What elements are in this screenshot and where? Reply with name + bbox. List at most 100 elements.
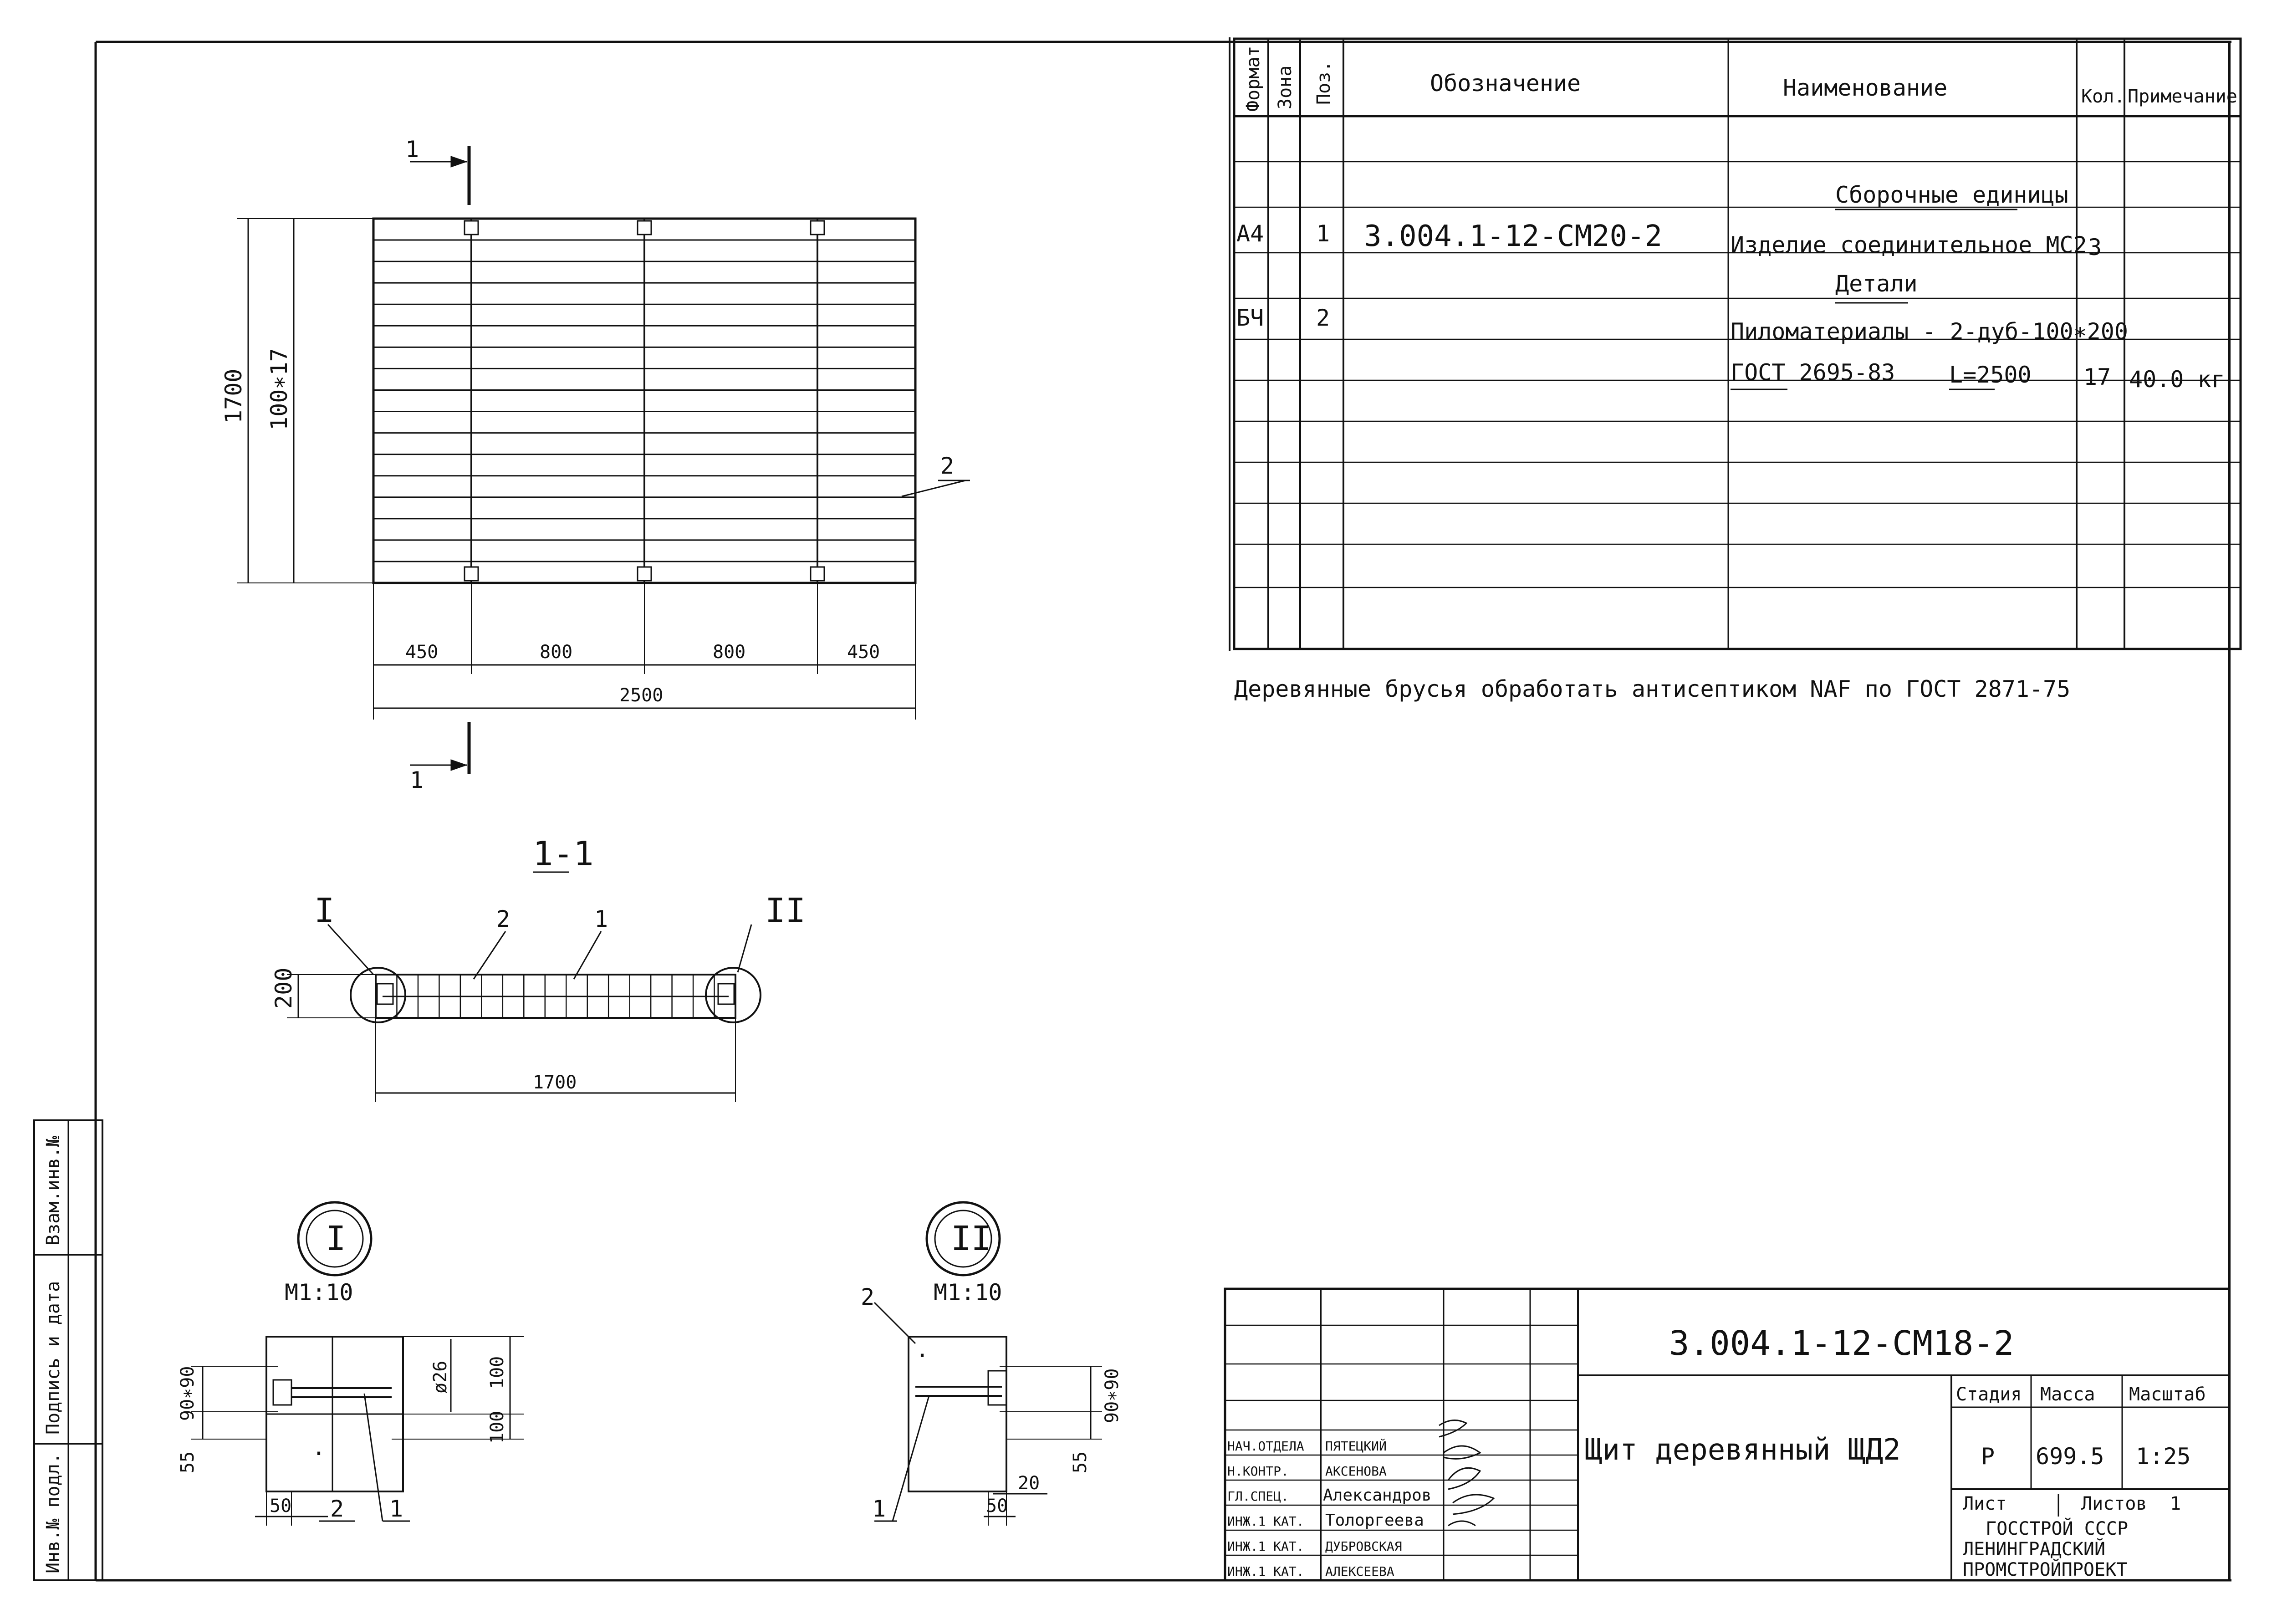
title-org-3: ПРОМСТРОЙПРОЕКТ: [1963, 1558, 2127, 1580]
plan-dim-1: 450: [405, 642, 438, 663]
title-block-texts: 3.004.1-12-СМ18-2 Щит деревянный ЩД2 Ста…: [1227, 1324, 2206, 1580]
title-mass: 699.5: [2036, 1443, 2104, 1470]
drawing-note: Деревянные брусья обработать антисептико…: [1234, 676, 2070, 702]
section-pos-joint: 1: [594, 906, 608, 932]
spec-row2-note: 40.0 кг: [2129, 366, 2225, 393]
name-3: Александров: [1323, 1486, 1431, 1505]
name-6: АЛЕКСЕЕВА: [1325, 1564, 1394, 1579]
plan-width-total: 2500: [619, 685, 663, 706]
detail-2-dim-gap: 20: [1018, 1473, 1040, 1494]
spec-row1-name: Изделие соединительное МС2: [1731, 232, 2087, 258]
spec-table: [1233, 37, 2242, 650]
detail-1-hatch-mark: .: [312, 1434, 326, 1461]
plan-dim-2: 800: [540, 642, 572, 663]
section-height: 200: [271, 968, 297, 1009]
spec-row2-length: L=2500: [1949, 362, 2032, 388]
section-pos-board: 2: [496, 906, 510, 932]
detail-1-dim-right-top: 100: [487, 1356, 508, 1389]
section-callout-right: II: [765, 891, 806, 930]
detail-2-dim-base: 50: [986, 1496, 1008, 1517]
side-stamp-texts: Инв.№ подл. Подпись и дата Взам.инв.№: [43, 1136, 64, 1573]
title-scale: 1:25: [2136, 1443, 2190, 1470]
spec-row2-qty: 17: [2083, 364, 2111, 390]
plan-texts: 1 1 1700 100∗17 2 450 800 800 450 2500: [220, 136, 954, 793]
name-5: ДУБРОВСКАЯ: [1325, 1539, 1402, 1554]
section-view: [287, 871, 761, 1102]
detail-2-dim-right: 90∗90: [1102, 1369, 1123, 1423]
title-code: 3.004.1-12-СМ18-2: [1669, 1324, 2014, 1363]
spec-header-qty: Кол.: [2081, 86, 2125, 107]
detail-2-hatch-mark: .: [915, 1336, 929, 1363]
side-inv-orig: Инв.№ подл.: [43, 1453, 64, 1573]
role-6: ИНЖ.1 КАТ.: [1227, 1564, 1304, 1579]
detail-1-pos-board: 2: [330, 1496, 344, 1522]
plan-dim-4: 450: [847, 642, 880, 663]
name-2: АКСЕНОВА: [1325, 1464, 1387, 1479]
role-5: ИНЖ.1 КАТ.: [1227, 1539, 1304, 1554]
spec-row1-qty: 3: [2088, 234, 2102, 260]
title-mass-label: Масса: [2040, 1384, 2095, 1405]
spec-section-assembly: Сборочные единицы: [1835, 182, 2068, 208]
title-sheets: 1: [2170, 1493, 2181, 1514]
spec-header-name: Наименование: [1783, 75, 1947, 101]
title-stage-label: Стадия: [1956, 1384, 2022, 1405]
spec-row1-pos: 1: [1316, 220, 1330, 247]
detail-1-dim-left-bottom: 55: [177, 1451, 198, 1473]
detail-1-pos-joint: 1: [389, 1496, 403, 1522]
section-callout-left: I: [314, 891, 335, 930]
spec-header-pos: Поз.: [1313, 61, 1334, 105]
plan-position-label: 2: [940, 453, 954, 479]
side-replace-inv: Взам.инв.№: [43, 1136, 64, 1246]
title-org-1: ГОССТРОЙ СССР: [1986, 1517, 2128, 1539]
detail-1-dim-left: 90∗90: [177, 1366, 198, 1421]
title-block: [1224, 1287, 2231, 1582]
spec-row2-pos: 2: [1316, 305, 1330, 331]
plan-height-total: 1700: [220, 369, 247, 424]
detail-2-title: II: [951, 1219, 991, 1258]
role-3: ГЛ.СПЕЦ.: [1227, 1489, 1289, 1504]
title-sheets-label: Листов: [2081, 1493, 2147, 1514]
title-stage: Р: [1981, 1443, 1995, 1470]
detail-1-dim-base: 50: [270, 1496, 291, 1517]
plan-dim-3: 800: [713, 642, 745, 663]
title-scale-label: Масштаб: [2129, 1384, 2206, 1405]
spec-row2-format: БЧ: [1236, 305, 1264, 331]
title-sheet-label: Лист: [1963, 1493, 2006, 1514]
spec-row1-designation: 3.004.1-12-СМ20-2: [1364, 220, 1662, 253]
title-name: Щит деревянный ЩД2: [1585, 1433, 1901, 1467]
spec-row2-name-line2: ГОСТ 2695-83: [1731, 359, 1895, 386]
detail-1-scale: М1:10: [285, 1279, 353, 1306]
detail-2-pos-board: 2: [861, 1284, 874, 1310]
detail-1-dim-right-bottom: 100: [487, 1411, 508, 1444]
section-texts: 1-1 I II 2 1 200 1700: [271, 834, 806, 1093]
spec-header-designation: Обозначение: [1430, 70, 1581, 97]
title-org-2: ЛЕНИНГРАДСКИЙ: [1963, 1538, 2105, 1560]
section-title: 1-1: [533, 834, 594, 873]
section-width: 1700: [533, 1072, 577, 1093]
name-1: ПЯТЕЦКИЙ: [1325, 1438, 1387, 1454]
role-4: ИНЖ.1 КАТ.: [1227, 1514, 1304, 1529]
name-4: Толоргеева: [1325, 1511, 1424, 1530]
spec-header-zone: Зона: [1275, 66, 1296, 109]
spec-texts: Формат Зона Поз. Обозначение Наименовани…: [1236, 46, 2237, 393]
spec-row2-name-line1: Пиломатериалы - 2-дуб-100∗200: [1731, 318, 2128, 345]
plan-section-mark-bottom: 1: [410, 767, 424, 793]
detail-2: [873, 1201, 1102, 1526]
plan-view: [237, 146, 970, 774]
spec-header-format: Формат: [1243, 46, 1264, 112]
side-sign-date: Подпись и дата: [43, 1281, 64, 1435]
detail-2-texts: II М1:10 2 1 90∗90 55 20 50 .: [861, 1219, 1123, 1522]
spec-row1-format: А4: [1236, 220, 1264, 247]
detail-2-pos-joint: 1: [872, 1496, 886, 1522]
spec-header-note: Примечание: [2128, 86, 2237, 107]
detail-2-scale: М1:10: [934, 1279, 1002, 1306]
spec-section-details: Детали: [1835, 271, 1918, 297]
plan-height-boards: 100∗17: [266, 348, 292, 430]
detail-1-dim-diameter: ø26: [430, 1361, 451, 1394]
detail-2-dim-right-bottom: 55: [1070, 1451, 1091, 1473]
detail-1-texts: I М1:10 90∗90 55 ø26 100 100 50 2 1 .: [177, 1219, 508, 1522]
plan-section-mark-top: 1: [405, 136, 419, 163]
detail-1-title: I: [326, 1219, 346, 1258]
side-stamp: [33, 1119, 103, 1581]
